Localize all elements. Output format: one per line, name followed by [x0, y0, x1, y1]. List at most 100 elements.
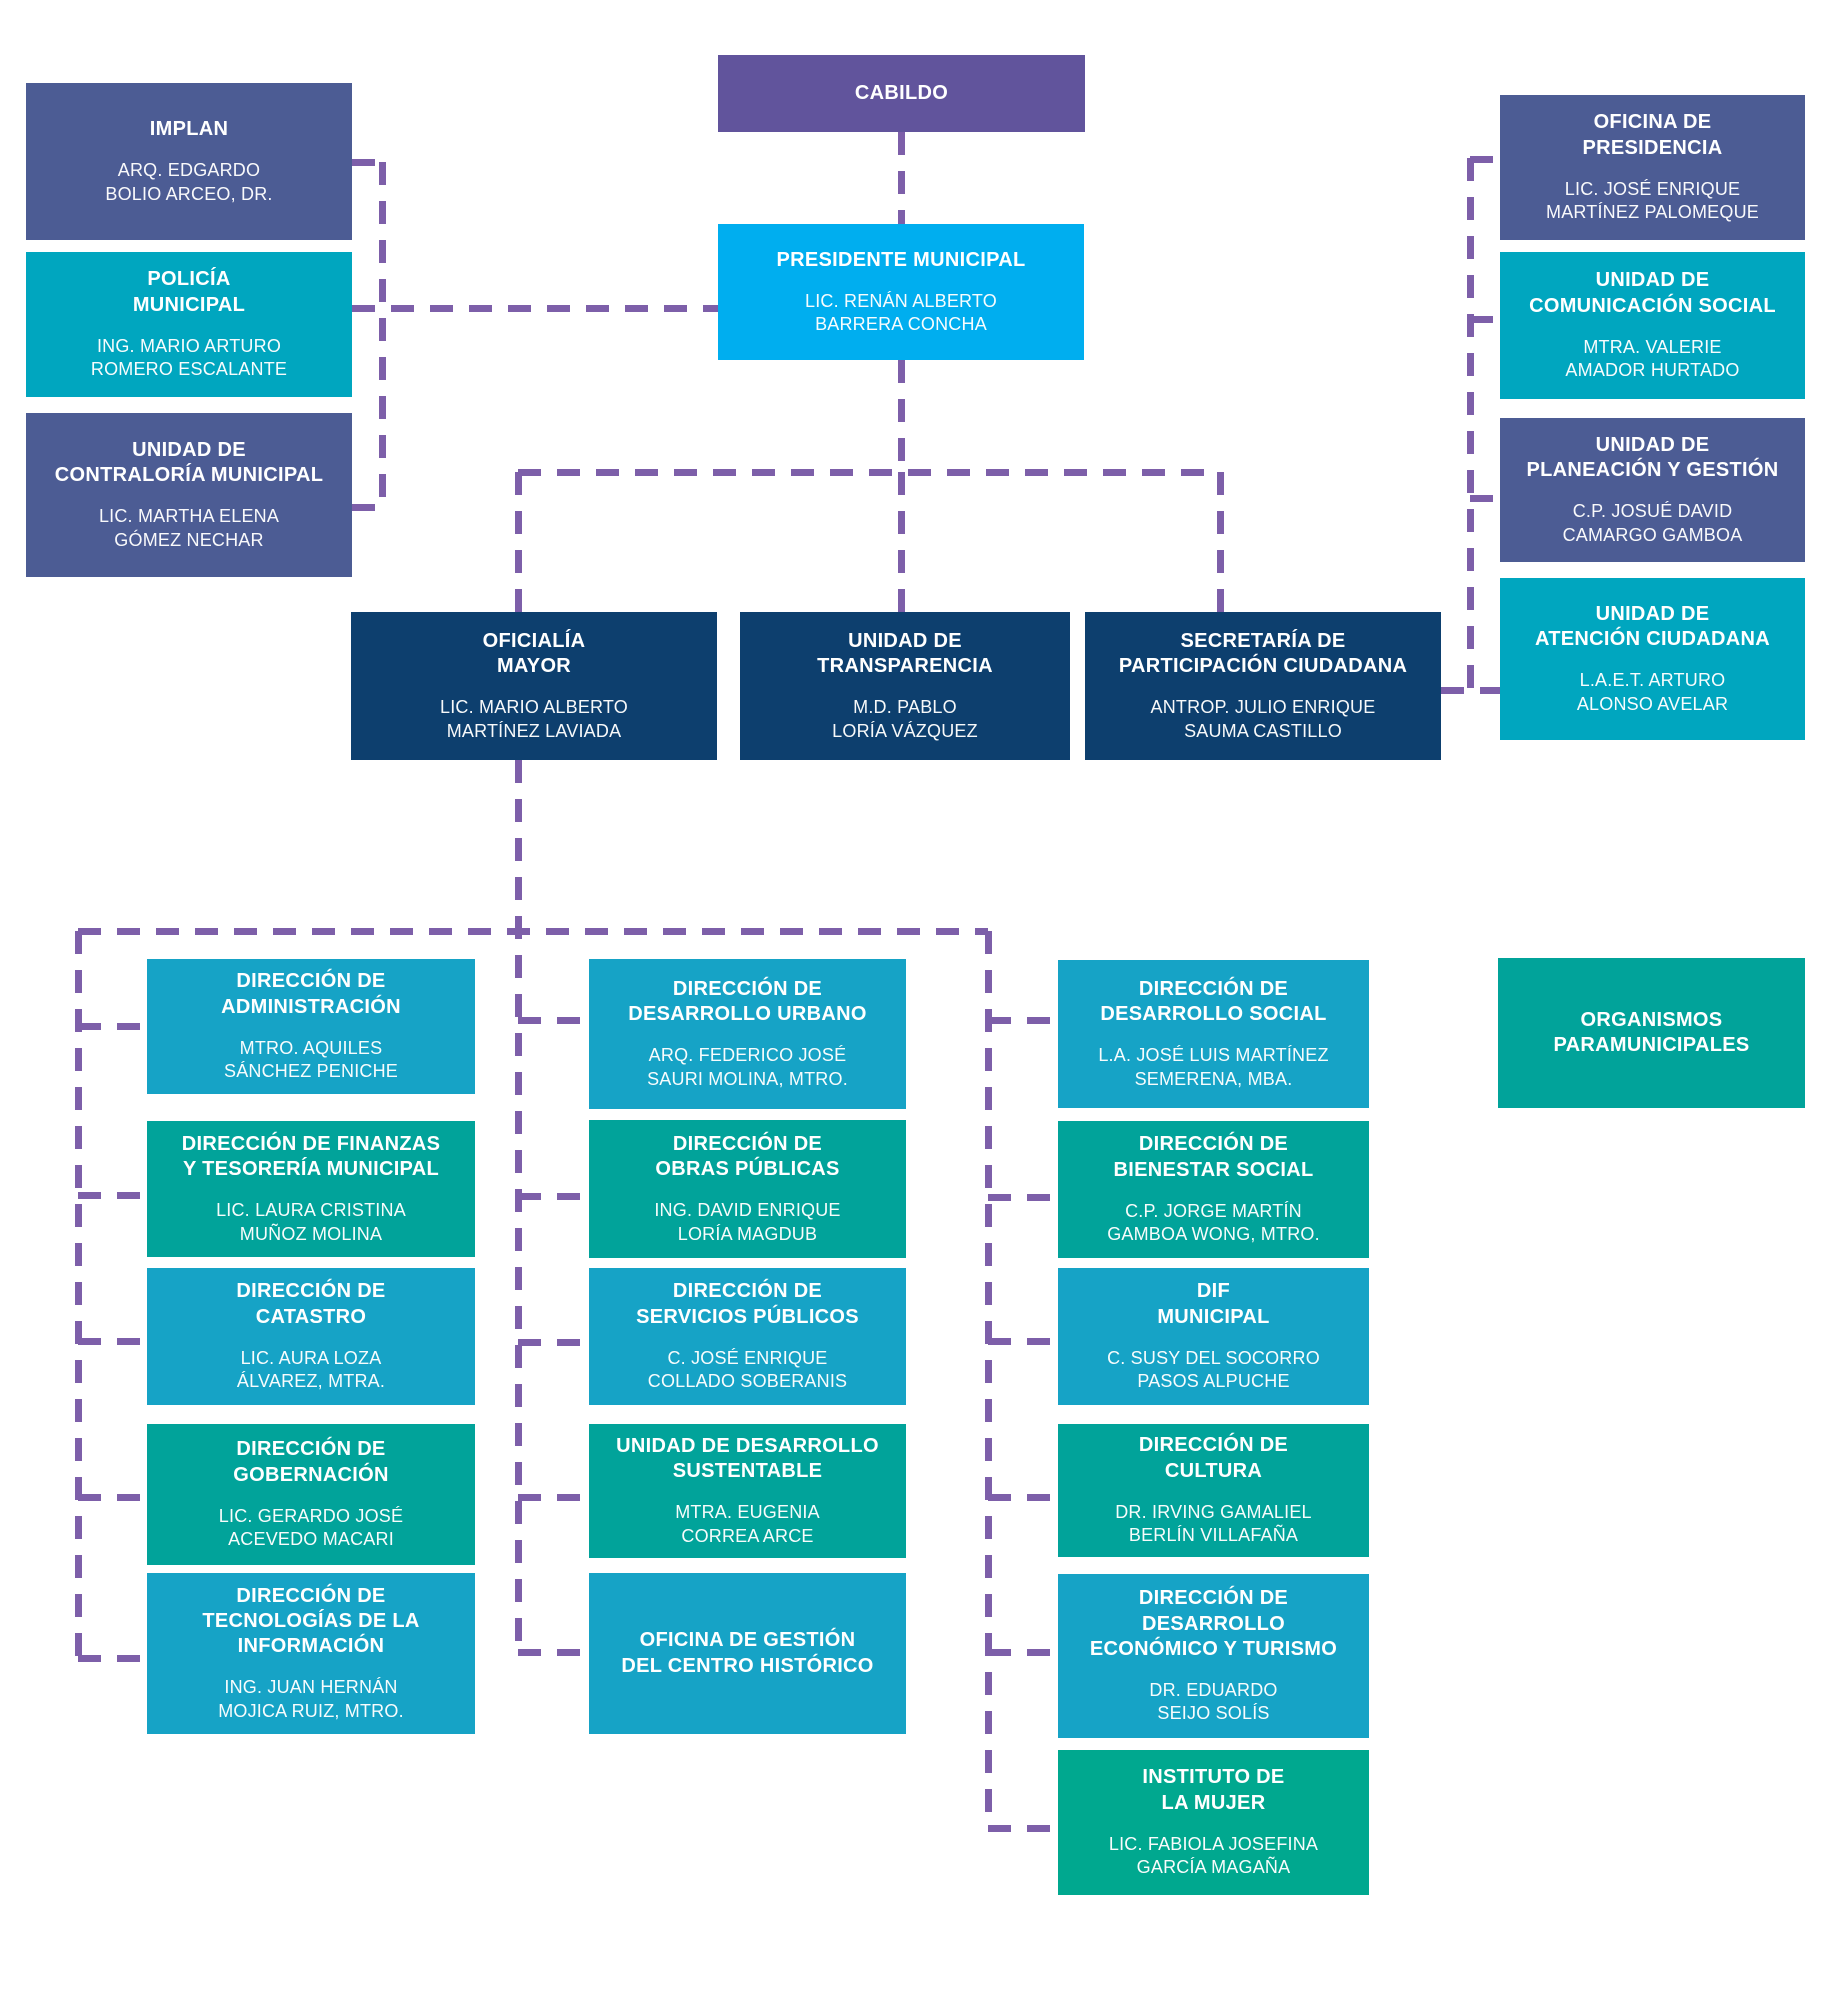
connector-segment	[518, 1648, 589, 1656]
box-title: SECRETARÍA DE PARTICIPACIÓN CIUDADANA	[1118, 629, 1408, 678]
org-box-dir-catastro: DIRECCIÓN DE CATASTRO LIC. AURA LOZA ÁLVA…	[147, 1268, 475, 1405]
box-title: UNIDAD DE DESARROLLO SUSTENTABLE	[616, 1434, 879, 1483]
box-name: MTRA. EUGENIA CORREA ARCE	[675, 1502, 820, 1546]
box-title: DIRECCIÓN DE BIENESTAR SOCIAL	[1113, 1133, 1314, 1181]
box-title: OFICINA DE PRESIDENCIA	[1582, 111, 1723, 159]
connector-segment	[897, 132, 905, 224]
connector-segment	[78, 1654, 147, 1662]
connector-segment	[74, 931, 82, 1658]
connector-segment	[518, 1493, 589, 1501]
org-box-unidad-desarrollo-sustentable: UNIDAD DE DESARROLLO SUSTENTABLE MTRA. EU…	[589, 1424, 906, 1558]
box-title: DIRECCIÓN DE FINANZAS Y TESORERÍA MUNICI…	[181, 1132, 441, 1181]
connector-segment	[78, 1022, 147, 1030]
org-box-dir-gobernacion: DIRECCIÓN DE GOBERNACIÓN LIC. GERARDO JOS…	[147, 1424, 475, 1565]
connector-segment	[1470, 155, 1500, 163]
box-title: DIRECCIÓN DE DESARROLLO ECONÓMICO Y TURI…	[1089, 1587, 1338, 1660]
box-name: LIC. LAURA CRISTINA MUÑOZ MOLINA	[216, 1200, 406, 1244]
connector-segment	[514, 760, 522, 1652]
org-box-comunicacion-social: UNIDAD DE COMUNICACIÓN SOCIAL MTRA. VALER…	[1500, 252, 1805, 399]
box-title: UNIDAD DE CONTRALORÍA MUNICIPAL	[54, 438, 324, 487]
connector-segment	[78, 1337, 147, 1345]
box-name: MTRO. AQUILES SÁNCHEZ PENICHE	[223, 1037, 399, 1082]
org-box-dir-desarrollo-economico: DIRECCIÓN DE DESARROLLO ECONÓMICO Y TURI…	[1058, 1574, 1369, 1738]
box-title: DIRECCIÓN DE DESARROLLO URBANO	[628, 977, 867, 1026]
box-name: MTRA. VALERIE AMADOR HURTADO	[1565, 336, 1740, 381]
connector-segment	[897, 360, 905, 472]
box-title: DIRECCIÓN DE OBRAS PÚBLICAS	[655, 1132, 840, 1181]
box-name: ING. MARIO ARTURO ROMERO ESCALANTE	[90, 335, 288, 380]
box-name: L.A. JOSÉ LUIS MARTÍNEZ SEMERENA, MBA.	[1098, 1045, 1329, 1089]
box-name: ANTROP. JULIO ENRIQUE SAUMA CASTILLO	[1150, 697, 1376, 741]
connector-segment	[1466, 158, 1474, 690]
box-name: LIC. FABIOLA JOSEFINA GARCÍA MAGAÑA	[1108, 1833, 1319, 1878]
box-name: LIC. MARTHA ELENA GÓMEZ NECHAR	[98, 506, 280, 550]
box-title: DIRECCIÓN DE CULTURA	[1138, 1434, 1289, 1482]
connector-segment	[78, 1191, 147, 1199]
box-title: UNIDAD DE PLANEACIÓN Y GESTIÓN	[1526, 433, 1779, 482]
box-title: INSTITUTO DE LA MUJER	[1142, 1766, 1285, 1814]
connector-segment	[988, 1824, 1058, 1832]
connector-segment	[988, 1016, 1058, 1024]
connector-segment	[78, 1493, 147, 1501]
connector-segment	[984, 931, 992, 1828]
connector-segment	[988, 1493, 1058, 1501]
box-title: PRESIDENTE MUNICIPAL	[776, 248, 1026, 271]
box-title: OFICINA DE GESTIÓN DEL CENTRO HISTÓRICO	[621, 1629, 874, 1677]
box-name: M.D. PABLO LORÍA VÁZQUEZ	[832, 697, 978, 741]
box-title: ORGANISMOS PARAMUNICIPALES	[1553, 1008, 1750, 1056]
connector-segment	[378, 162, 386, 507]
box-name: LIC. JOSÉ ENRIQUE MARTÍNEZ PALOMEQUE	[1546, 178, 1759, 223]
box-title: OFICIALÍA MAYOR	[482, 629, 586, 678]
connector-segment	[1470, 315, 1500, 323]
box-name: ARQ. EDGARDO BOLIO ARCEO, DR.	[105, 160, 273, 204]
connector-segment	[897, 472, 905, 612]
org-box-dir-desarrollo-social: DIRECCIÓN DE DESARROLLO SOCIAL L.A. JOSÉ …	[1058, 960, 1369, 1108]
box-title: DIRECCIÓN DE DESARROLLO SOCIAL	[1100, 977, 1327, 1026]
box-title: DIRECCIÓN DE CATASTRO	[236, 1280, 386, 1328]
org-box-oficina-centro-historico: OFICINA DE GESTIÓN DEL CENTRO HISTÓRICO	[589, 1573, 906, 1734]
box-name: LIC. GERARDO JOSÉ ACEVEDO MACARI	[218, 1505, 404, 1550]
connector-segment	[988, 1648, 1058, 1656]
org-box-dir-cultura: DIRECCIÓN DE CULTURA DR. IRVING GAMALIEL …	[1058, 1424, 1369, 1557]
org-box-dir-finanzas: DIRECCIÓN DE FINANZAS Y TESORERÍA MUNICI…	[147, 1121, 475, 1257]
box-title: DIRECCIÓN DE ADMINISTRACIÓN	[221, 970, 401, 1018]
box-name: ARQ. FEDERICO JOSÉ SAURI MOLINA, MTRO.	[647, 1045, 848, 1089]
org-box-cabildo: CABILDO	[718, 55, 1085, 132]
box-title: UNIDAD DE TRANSPARENCIA	[817, 629, 993, 678]
org-box-dir-bienestar-social: DIRECCIÓN DE BIENESTAR SOCIAL C.P. JORGE …	[1058, 1121, 1369, 1258]
connector-segment	[514, 472, 522, 612]
box-title: DIRECCIÓN DE TECNOLOGÍAS DE LA INFORMACI…	[202, 1584, 420, 1658]
box-name: L.A.E.T. ARTURO ALONSO AVELAR	[1576, 670, 1729, 714]
org-box-contraloria-municipal: UNIDAD DE CONTRALORÍA MUNICIPAL LIC. MART…	[26, 413, 352, 577]
connector-segment	[1470, 494, 1500, 502]
org-box-dir-tecnologias: DIRECCIÓN DE TECNOLOGÍAS DE LA INFORMACI…	[147, 1573, 475, 1734]
box-name: DR. IRVING GAMALIEL BERLÍN VILLAFAÑA	[1115, 1501, 1312, 1546]
org-box-organismos-paramunicipales: ORGANISMOS PARAMUNICIPALES	[1498, 958, 1805, 1108]
box-title: CABILDO	[854, 81, 949, 104]
box-title: DIRECCIÓN DE GOBERNACIÓN	[233, 1438, 389, 1486]
box-title: UNIDAD DE COMUNICACIÓN SOCIAL	[1529, 269, 1776, 317]
connector-segment	[988, 1193, 1058, 1201]
org-box-policia-municipal: POLICÍA MUNICIPAL ING. MARIO ARTURO ROMER…	[26, 252, 352, 397]
box-name: C.P. JORGE MARTÍN GAMBOA WONG, MTRO.	[1107, 1200, 1320, 1245]
connector-segment	[988, 1337, 1058, 1345]
connector-segment	[1441, 686, 1500, 694]
box-name: LIC. AURA LOZA ÁLVAREZ, MTRA.	[236, 1347, 386, 1392]
box-title: POLICÍA MUNICIPAL	[132, 268, 246, 316]
box-name: DR. EDUARDO SEIJO SOLÍS	[1149, 1679, 1278, 1724]
connector-segment	[518, 1338, 589, 1346]
org-box-dir-administracion: DIRECCIÓN DE ADMINISTRACIÓN MTRO. AQUILES…	[147, 959, 475, 1094]
box-title: DIF MUNICIPAL	[1157, 1280, 1270, 1328]
box-name: C. JOSÉ ENRIQUE COLLADO SOBERANIS	[647, 1347, 848, 1392]
box-name: LIC. RENÁN ALBERTO BARRERA CONCHA	[804, 290, 997, 335]
org-box-secretaria-participacion: SECRETARÍA DE PARTICIPACIÓN CIUDADANA ANT…	[1085, 612, 1441, 760]
org-box-oficina-presidencia: OFICINA DE PRESIDENCIA LIC. JOSÉ ENRIQUE …	[1500, 95, 1805, 240]
